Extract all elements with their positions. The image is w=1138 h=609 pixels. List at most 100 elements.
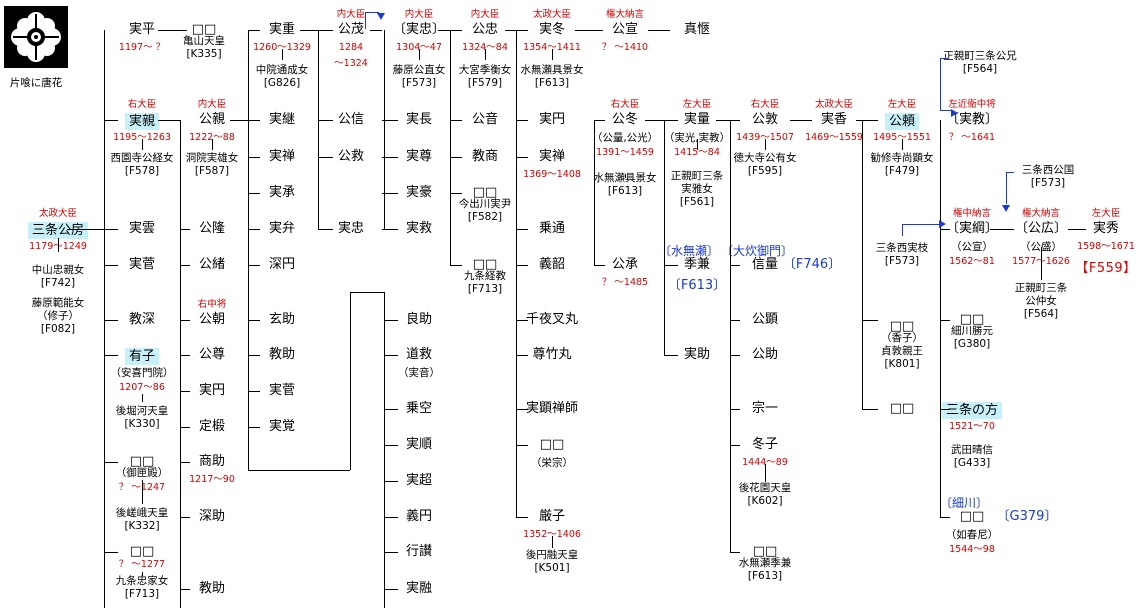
tree-line [664, 265, 678, 266]
tree-line [318, 120, 333, 121]
tree-line [625, 174, 626, 178]
tree-line [67, 229, 104, 230]
tree-line [104, 320, 118, 321]
person-name: 教助 [268, 347, 296, 362]
ref-code: 【F559】 [1075, 261, 1137, 276]
person-name: 実尊 [405, 149, 433, 164]
person-detail: （実音） [398, 367, 440, 379]
person-name: 信量 [751, 257, 779, 272]
tree-line [664, 120, 665, 355]
tree-line [384, 355, 398, 356]
person-detail: （如春尼） [945, 529, 999, 541]
person-name: 実冬 [538, 22, 566, 37]
person-name: 実弁 [268, 221, 296, 236]
tree-line [370, 30, 382, 31]
person-detail: [G826] [263, 77, 301, 89]
person-detail: 藤原範能女 [31, 297, 85, 309]
life-dates: ？ 〜1485 [601, 277, 649, 288]
ref-code: 〔F613〕 [667, 278, 727, 293]
tree-line [450, 157, 462, 158]
person-name: 道救 [405, 347, 433, 362]
person-name: 公敦 [751, 112, 779, 127]
person-name: 厳子 [538, 509, 566, 524]
rank-label: 内大臣 [470, 9, 500, 20]
person-name: 実秀 [1092, 221, 1120, 236]
tree-line [350, 292, 384, 293]
person-detail: 細川勝元 [951, 325, 993, 337]
tree-line [300, 30, 333, 31]
tree-line [450, 30, 451, 265]
tree-line [940, 517, 950, 518]
tree-line [648, 30, 670, 31]
arrow-icon [377, 13, 385, 20]
tree-line [180, 462, 190, 463]
life-dates: 1444〜89 [742, 457, 788, 468]
person-detail: [F587] [194, 165, 230, 177]
life-dates: 1354〜1411 [523, 42, 581, 53]
arrow-icon [1002, 205, 1010, 212]
tree-line [248, 355, 260, 356]
person-detail: 水無瀬具景女 [593, 172, 657, 184]
person-detail: [F742] [40, 277, 76, 289]
arrow-icon [951, 109, 958, 117]
ref-code: 〔G379〕 [996, 509, 1058, 524]
person-detail: □□ [129, 454, 155, 469]
tree-line [552, 536, 553, 548]
tree-line [104, 552, 118, 553]
life-dates: 1207〜86 [119, 382, 165, 393]
person-name: 実顕禅師 [525, 401, 579, 416]
person-detail: [K501] [534, 562, 570, 574]
tree-line [485, 49, 486, 60]
life-dates: 1521〜70 [949, 421, 995, 432]
tree-line [1041, 247, 1042, 280]
person-detail: [F578] [124, 165, 160, 177]
tree-line [862, 409, 878, 410]
person-name: 実覚 [268, 419, 296, 434]
adoption-line [365, 12, 366, 29]
person-name: 公緒 [198, 257, 226, 272]
tree-line [248, 30, 260, 31]
tree-line [318, 157, 333, 158]
person-name: 真愜 [683, 22, 711, 37]
person-detail: [F613] [747, 570, 783, 582]
person-detail: 中山忠親女 [31, 264, 85, 276]
tree-line [990, 229, 1014, 230]
person-name: 冬子 [751, 437, 779, 452]
person-name: 公宣 [611, 22, 639, 37]
person-detail: [F713] [124, 588, 160, 600]
person-detail: （実光,実教） [663, 132, 731, 144]
tree-line [248, 320, 260, 321]
person-detail: 今出川実尹 [458, 198, 512, 210]
person-detail: [G380] [953, 338, 991, 350]
crest-caption: 片喰に唐花 [9, 77, 63, 89]
person-detail: [F613] [534, 77, 570, 89]
person-name: 〔実綱〕 [945, 221, 999, 236]
person-name: 公頼 [884, 113, 920, 130]
adoption-line [365, 12, 379, 13]
tree-line [248, 391, 260, 392]
tree-line [248, 265, 260, 266]
rank-label: 権中納言 [952, 208, 992, 219]
person-detail: [F613] [607, 185, 643, 197]
person-detail: 正親町三条 [670, 170, 724, 182]
person-name: 実量 [683, 112, 711, 127]
tree-line [902, 139, 903, 150]
tree-line [516, 409, 528, 410]
person-name: □□ [889, 401, 915, 416]
person-name: 〔公広〕 [1014, 221, 1068, 236]
tree-line [180, 120, 181, 608]
tree-line [730, 445, 740, 446]
person-name: 公承 [611, 257, 639, 272]
person-detail: 後円融天皇 [525, 549, 579, 561]
tree-line [382, 157, 398, 158]
person-name: 公朝 [198, 312, 226, 327]
tree-line [180, 517, 190, 518]
tree-line [318, 30, 319, 229]
rank-label: 右中将 [197, 299, 227, 310]
rank-label: 左大臣 [682, 99, 712, 110]
tree-line [158, 30, 187, 31]
tree-line [450, 193, 462, 194]
person-name: 公親 [198, 112, 226, 127]
rank-label: 左大臣 [887, 99, 917, 110]
tree-line [450, 120, 462, 121]
